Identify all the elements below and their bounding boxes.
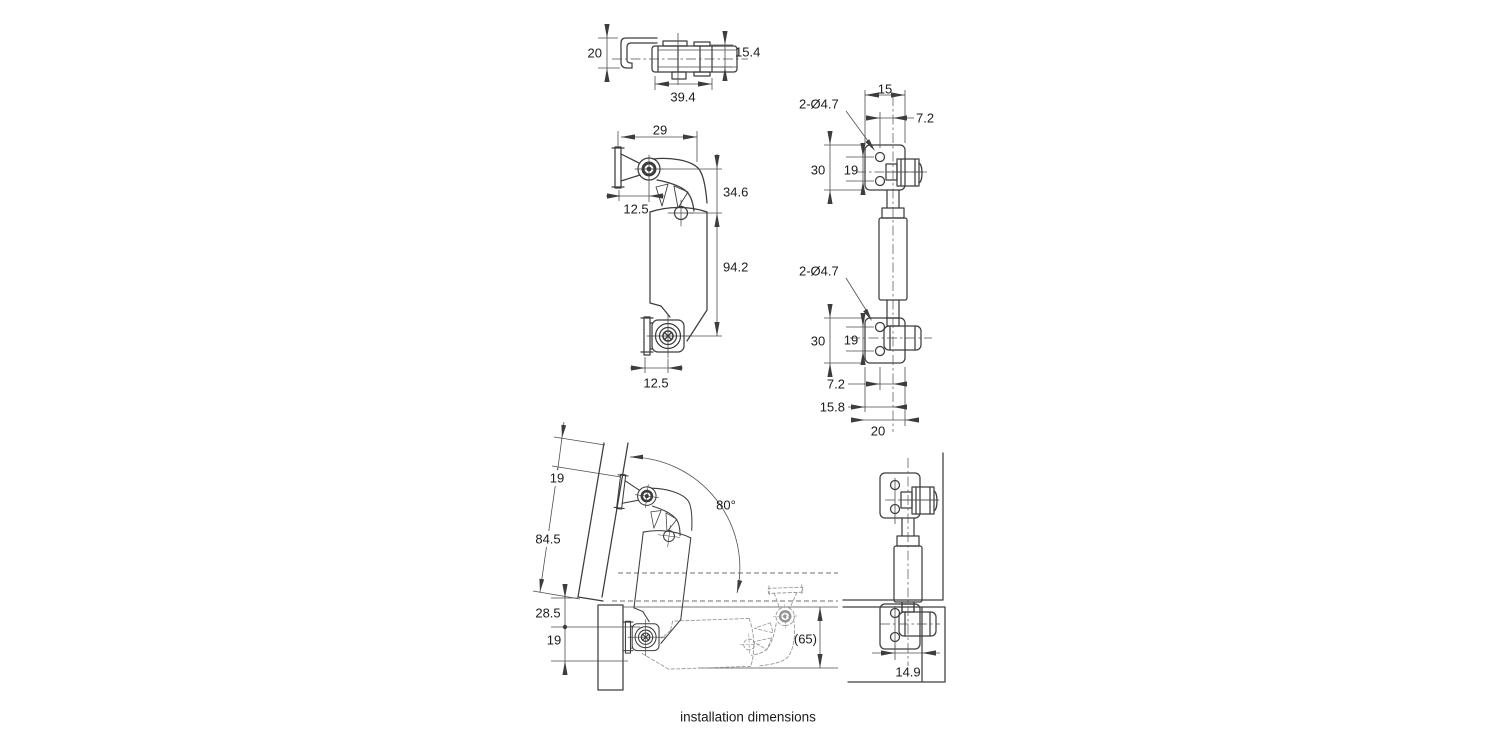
dim-side-upper-length: 34.6 [723,185,748,200]
dim-top-right-height: 15.4 [735,45,760,60]
dim-front-pitch-top: 19 [844,163,858,178]
top-view: 20 15.4 39.4 [588,24,760,105]
dim-front-pitch-bottom: 19 [844,333,858,348]
dim-pivot-offset: 19 [547,633,561,648]
dim-top-width: 39.4 [670,90,695,105]
install-front-view: 14.9 [842,452,946,683]
dim-front-edge-offset: 15.8 [820,400,845,415]
dim-edge-to-bracket: 19 [550,471,564,486]
dim-front-plate-width: 20 [871,424,885,439]
dim-panel-top-offset: 28.5 [535,606,560,621]
dim-side-top-width: 29 [653,123,667,138]
dim-side-lower-offset: 12.5 [643,376,668,391]
front-view: 15 2-Ø4.7 7.2 30 19 2-Ø4.7 30 19 [799,82,934,439]
dim-front-span-top: 30 [811,163,825,178]
dim-drop-height: (65) [794,632,817,647]
hole-callout-bottom: 2-Ø4.7 [799,264,839,279]
side-view: 29 12.5 34.6 94.2 12.5 [606,123,748,391]
drawing-caption: installation dimensions [680,710,816,725]
dim-side-body-length: 94.2 [723,260,748,275]
dim-front-span-bottom: 30 [811,334,825,349]
dim-side-upper-offset: 12.5 [623,202,648,217]
hole-callout-top: 2-Ø4.7 [799,97,839,112]
dim-front-hole-offset-bottom: 7.2 [827,377,845,392]
dim-top-left-height: 20 [588,46,602,61]
install-side-view: 80° 19 84.5 28.5 19 (65) [529,421,838,691]
dim-opening-angle: 80° [716,498,736,513]
dim-mount-length: 84.5 [535,532,560,547]
dim-front-hole-offset-top: 7.2 [916,111,934,126]
dim-edge-distance: 14.9 [895,665,920,680]
dim-front-bracket-width: 15 [878,82,892,97]
